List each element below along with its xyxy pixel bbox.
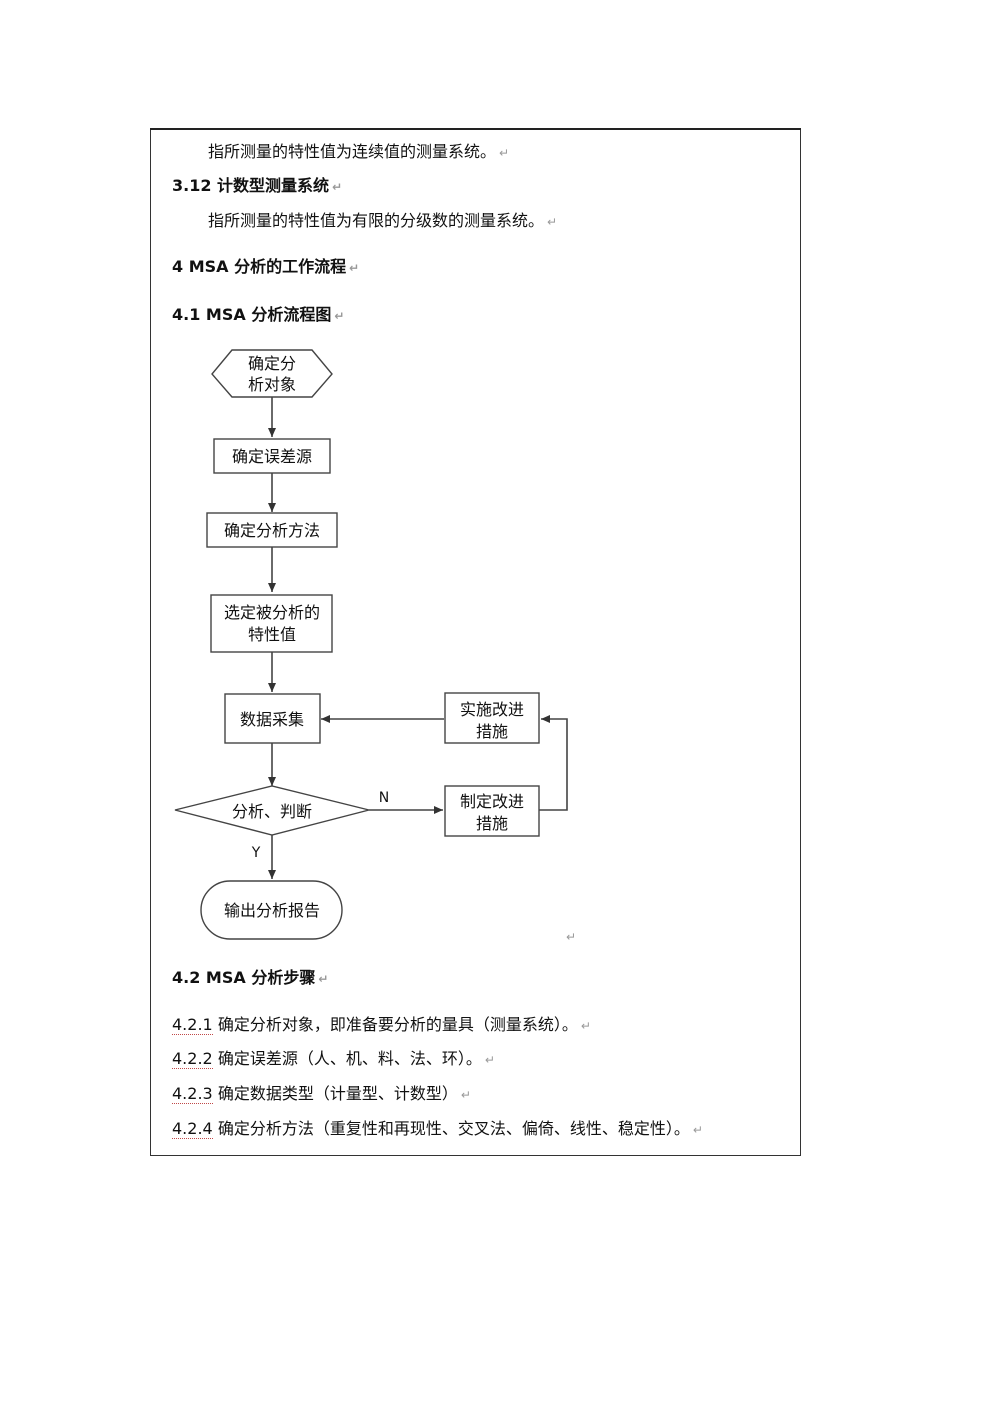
heading-3-12: 3.12 计数型测量系统↵	[172, 176, 342, 197]
paragraph-text: 指所测量的特性值为连续值的测量系统。	[208, 142, 497, 161]
method-box	[206, 512, 338, 548]
select-label-line1: 选定被分析的	[224, 603, 320, 622]
heading-text: 4 MSA 分析的工作流程	[172, 257, 347, 276]
paragraph-continuous: 指所测量的特性值为连续值的测量系统。↵	[208, 142, 509, 163]
return-mark-icon: ↵	[692, 1123, 703, 1137]
error-source-box	[213, 438, 331, 474]
implement-label-line1: 实施改进	[460, 700, 524, 719]
step-number: 4.2.3	[172, 1084, 213, 1104]
plan-label-line2: 措施	[476, 814, 508, 833]
return-mark-icon: ↵	[318, 972, 329, 986]
step-4-2-4: 4.2.4 确定分析方法（重复性和再现性、交叉法、偏倚、线性、稳定性）。↵	[172, 1119, 703, 1140]
branch-label-y: Y	[251, 845, 261, 861]
heading-4: 4 MSA 分析的工作流程↵	[172, 257, 359, 278]
return-mark-icon: ↵	[484, 1053, 495, 1067]
step-number: 4.2.1	[172, 1015, 213, 1035]
step-number: 4.2.4	[172, 1119, 213, 1139]
error-source-label: 确定误差源	[232, 447, 312, 466]
judge-decision-shape	[174, 785, 370, 836]
start-node-shape	[211, 349, 333, 398]
method-label: 确定分析方法	[224, 521, 320, 540]
return-mark-icon: ↵	[349, 261, 360, 275]
step-text: 确定误差源（人、机、料、法、环）。	[217, 1049, 482, 1068]
report-label: 输出分析报告	[224, 901, 320, 920]
plan-improvement-box	[444, 785, 540, 837]
heading-text: 4.2 MSA 分析步骤	[172, 968, 316, 987]
plan-label-line1: 制定改进	[460, 792, 524, 811]
return-mark-icon: ↵	[334, 309, 345, 323]
branch-label-n: N	[379, 790, 389, 806]
return-mark-icon: ↵	[580, 1019, 591, 1033]
report-terminator-shape	[200, 880, 343, 940]
heading-text: 3.12 计数型测量系统	[172, 176, 330, 195]
return-mark-icon: ↵	[332, 180, 343, 194]
return-mark-icon: ↵	[566, 930, 576, 944]
step-text: 确定数据类型（计量型、计数型）	[217, 1084, 458, 1103]
step-4-2-3: 4.2.3 确定数据类型（计量型、计数型）↵	[172, 1084, 471, 1105]
implement-improvement-box	[444, 692, 540, 744]
select-characteristic-box	[210, 594, 333, 653]
data-collect-label: 数据采集	[240, 710, 304, 729]
data-collect-box	[224, 693, 321, 744]
return-mark-icon: ↵	[499, 146, 510, 160]
paragraph-attribute: 指所测量的特性值为有限的分级数的测量系统。↵	[208, 211, 557, 232]
step-text: 确定分析方法（重复性和再现性、交叉法、偏倚、线性、稳定性）。	[217, 1119, 690, 1138]
heading-4-2: 4.2 MSA 分析步骤↵	[172, 968, 328, 989]
heading-text: 4.1 MSA 分析流程图	[172, 305, 332, 324]
return-mark-icon: ↵	[460, 1088, 471, 1102]
select-label-line2: 特性值	[248, 625, 296, 644]
step-4-2-2: 4.2.2 确定误差源（人、机、料、法、环）。↵	[172, 1049, 495, 1070]
heading-4-1: 4.1 MSA 分析流程图↵	[172, 305, 344, 326]
connector-plan-to-implement	[539, 715, 568, 811]
frame-top-border	[150, 128, 801, 130]
step-4-2-1: 4.2.1 确定分析对象，即准备要分析的量具（测量系统）。↵	[172, 1015, 591, 1036]
step-number: 4.2.2	[172, 1049, 213, 1069]
judge-label: 分析、判断	[232, 802, 312, 821]
return-mark-icon: ↵	[547, 215, 558, 229]
start-node-line2: 析对象	[248, 375, 296, 394]
start-node-line1: 确定分	[248, 354, 296, 373]
paragraph-text: 指所测量的特性值为有限的分级数的测量系统。	[208, 211, 545, 230]
step-text: 确定分析对象，即准备要分析的量具（测量系统）。	[217, 1015, 578, 1034]
implement-label-line2: 措施	[476, 722, 508, 741]
